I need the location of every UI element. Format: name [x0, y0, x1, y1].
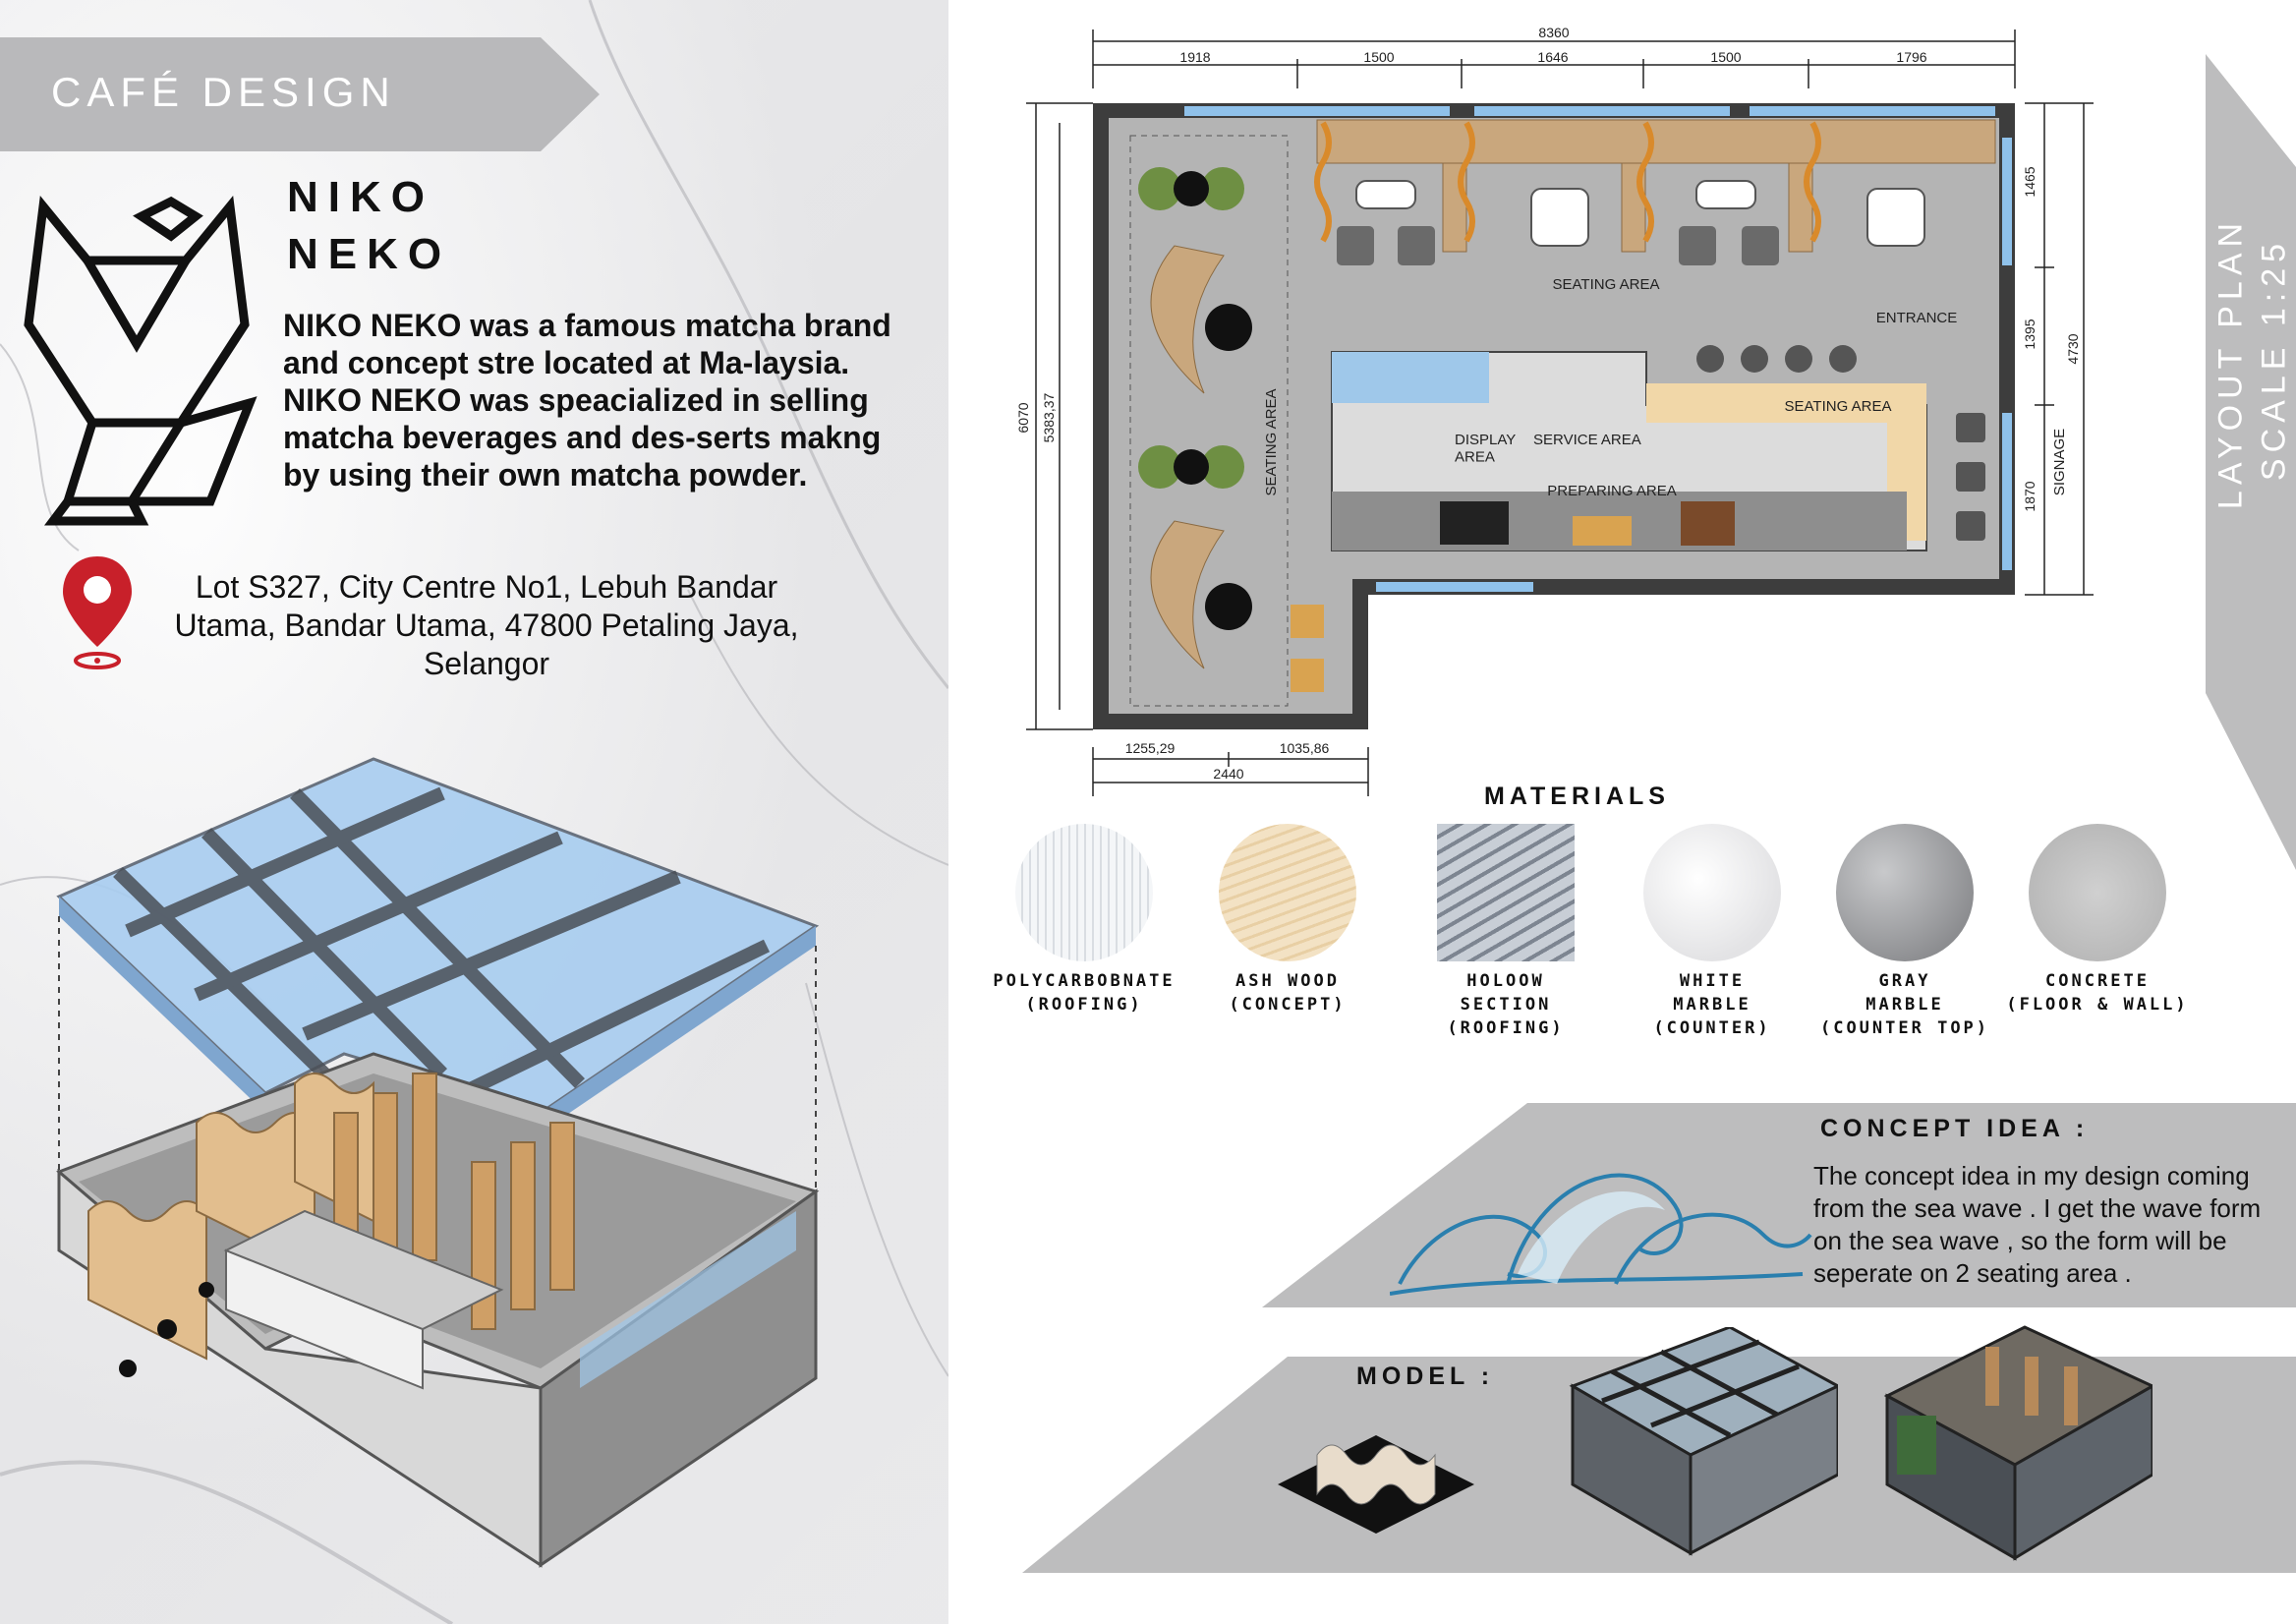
swatch-white-marble	[1643, 824, 1781, 961]
dim-bottom-2: 1035,86	[1280, 740, 1330, 756]
layout-plan-drawing: 8360 1918 1500 1646 1500 1796 1255,29 10…	[1015, 25, 2094, 796]
material-polycarbonate: POLYCARBOBNATE (ROOFING)	[986, 824, 1182, 1016]
dim-right-2: 1395	[2022, 319, 2038, 349]
brand-name: NIKO NEKO	[287, 173, 452, 278]
dim-bottom-total: 2440	[1213, 766, 1243, 782]
layout-plan-scale: SCALE 1:25	[2255, 237, 2293, 482]
brand-description: NIKO NEKO was a famous matcha brand and …	[283, 308, 891, 493]
label-seating-left: SEATING AREA	[1263, 389, 1280, 496]
dim-right-total: 4730	[2065, 333, 2081, 364]
wave-partition-model	[1278, 1435, 1474, 1534]
material-ash-wood: ASH WOOD (CONCEPT)	[1189, 824, 1386, 1016]
model-title: MODEL :	[1356, 1363, 1495, 1390]
materials-title: MATERIALS	[1484, 783, 1670, 810]
dim-left-inner: 5383,37	[1041, 392, 1057, 442]
material-label: HOLOOW SECTION (ROOFING)	[1447, 971, 1565, 1038]
label-seating-right: SEATING AREA	[1785, 398, 1892, 415]
label-service: SERVICE AREA	[1533, 432, 1641, 448]
address-text: Lot S327, City Centre No1, Lebuh Bandar …	[174, 569, 799, 681]
material-concrete: CONCRETE (FLOOR & WALL)	[1999, 824, 2196, 1016]
swatch-ash-wood	[1219, 824, 1356, 961]
material-gray-marble: GRAY MARBLE (COUNTER TOP)	[1807, 824, 2003, 1040]
concept-title: CONCEPT IDEA :	[1820, 1115, 2090, 1142]
label-signage: SIGNAGE	[2051, 429, 2068, 495]
material-hollow-section: HOLOOW SECTION (ROOFING)	[1407, 824, 1604, 1040]
dim-top-3: 1646	[1537, 49, 1568, 65]
isometric-cafe-illustration	[56, 757, 820, 1568]
swatch-hollow-section	[1437, 824, 1575, 961]
layout-plan-side-tab	[2206, 54, 2296, 870]
dim-bottom-1: 1255,29	[1125, 740, 1176, 756]
exterior-model	[1569, 1327, 1838, 1556]
title-banner	[0, 37, 600, 151]
swatch-gray-marble	[1836, 824, 1974, 961]
concept-text: The concept idea in my design coming fro…	[1813, 1161, 2262, 1288]
page-title: CAFÉ DESIGN	[51, 69, 396, 115]
swatch-polycarbonate	[1015, 824, 1153, 961]
layout-plan-title: LAYOUT PLAN	[2211, 216, 2250, 510]
label-preparing: PREPARING AREA	[1547, 483, 1676, 499]
location-pin-icon	[63, 556, 132, 669]
material-label: ASH WOOD (CONCEPT)	[1229, 971, 1347, 1015]
label-entrance: ENTRANCE	[1876, 310, 1958, 326]
material-label: CONCRETE (FLOOR & WALL)	[2006, 971, 2189, 1015]
swatch-concrete	[2029, 824, 2166, 961]
dim-left-outer: 6070	[1015, 402, 1031, 433]
material-white-marble: WHITE MARBLE (COUNTER)	[1614, 824, 1810, 1040]
dim-right-3: 1870	[2022, 481, 2038, 511]
wave-icon	[1390, 1173, 1812, 1296]
concept-band	[1262, 1103, 2296, 1307]
label-seating-top: SEATING AREA	[1553, 276, 1660, 293]
left-panel: CAFÉ DESIGN NIKO NEKO NIKO NEKO was a fa…	[0, 0, 948, 1624]
dim-right-1: 1465	[2022, 166, 2038, 197]
dim-top-5: 1796	[1896, 49, 1926, 65]
material-label: POLYCARBOBNATE (ROOFING)	[993, 971, 1176, 1015]
dim-top-4: 1500	[1710, 49, 1741, 65]
dim-top-2: 1500	[1363, 49, 1394, 65]
material-label: WHITE MARBLE (COUNTER)	[1653, 971, 1771, 1038]
dim-top-total: 8360	[1538, 25, 1569, 40]
dim-top-1: 1918	[1179, 49, 1210, 65]
cat-logo-icon	[24, 196, 258, 526]
interior-model	[1883, 1325, 2152, 1561]
material-label: GRAY MARBLE (COUNTER TOP)	[1819, 971, 1990, 1038]
